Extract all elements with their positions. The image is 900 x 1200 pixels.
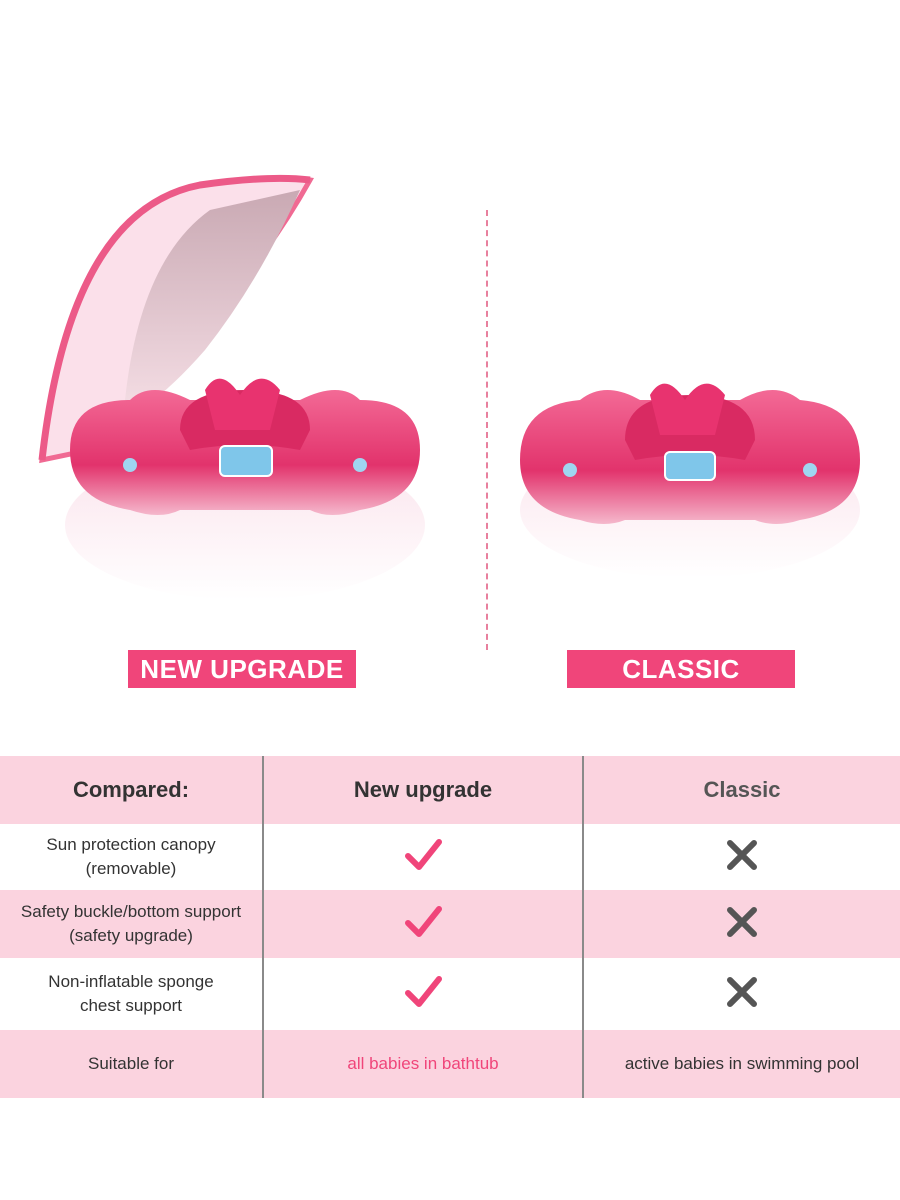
classic-cell	[582, 824, 900, 890]
new-cell	[262, 958, 583, 1030]
header-new-upgrade: New upgrade	[262, 756, 583, 824]
feature-line2: (safety upgrade)	[69, 926, 193, 945]
feature-line2: chest support	[79, 996, 183, 1015]
table-row: Suitable for all babies in bathtub activ…	[0, 1030, 900, 1098]
table-row: Non-inflatable sponge chest support	[0, 958, 900, 1030]
dashed-divider	[486, 210, 488, 650]
checkmark-icon	[405, 905, 442, 937]
cross-icon	[727, 906, 757, 937]
classic-label: CLASSIC	[567, 650, 795, 688]
cross-icon	[727, 839, 757, 870]
classic-suitable-text: active babies in swimming pool	[624, 1054, 860, 1073]
new-cell	[262, 890, 583, 958]
classic-cell: active babies in swimming pool	[582, 1030, 900, 1098]
feature-cell: Suitable for	[0, 1030, 263, 1098]
new-upgrade-float-image	[38, 174, 425, 600]
feature-cell: Sun protection canopy (removable)	[0, 824, 263, 890]
comparison-table: Compared: New upgrade Classic Sun protec…	[0, 756, 900, 1098]
feature-line1: Suitable for	[88, 1054, 174, 1073]
feature-line1: Non-inflatable sponge	[48, 972, 214, 991]
new-cell: all babies in bathtub	[262, 1030, 583, 1098]
classic-cell	[582, 958, 900, 1030]
classic-float-image	[520, 383, 860, 578]
header-classic: Classic	[582, 756, 900, 824]
feature-line1: Safety buckle/bottom support	[20, 902, 242, 921]
feature-cell: Safety buckle/bottom support (safety upg…	[0, 890, 263, 958]
product-comparison-images: NEW UPGRADE CLASSIC	[38, 174, 860, 688]
cross-icon	[727, 976, 757, 1007]
feature-line1: Sun protection canopy	[46, 835, 216, 854]
table-header-row: Compared: New upgrade Classic	[0, 756, 900, 824]
classic-cell	[582, 890, 900, 958]
new-upgrade-label: NEW UPGRADE	[128, 650, 356, 688]
checkmark-icon	[405, 838, 442, 870]
new-cell	[262, 824, 583, 890]
table-row: Safety buckle/bottom support (safety upg…	[0, 890, 900, 958]
feature-cell: Non-inflatable sponge chest support	[0, 958, 263, 1030]
table-row: Sun protection canopy (removable)	[0, 824, 900, 890]
feature-line2: (removable)	[85, 859, 177, 878]
checkmark-icon	[405, 975, 442, 1007]
header-compared: Compared:	[72, 777, 190, 802]
new-suitable-text: all babies in bathtub	[347, 1054, 499, 1073]
